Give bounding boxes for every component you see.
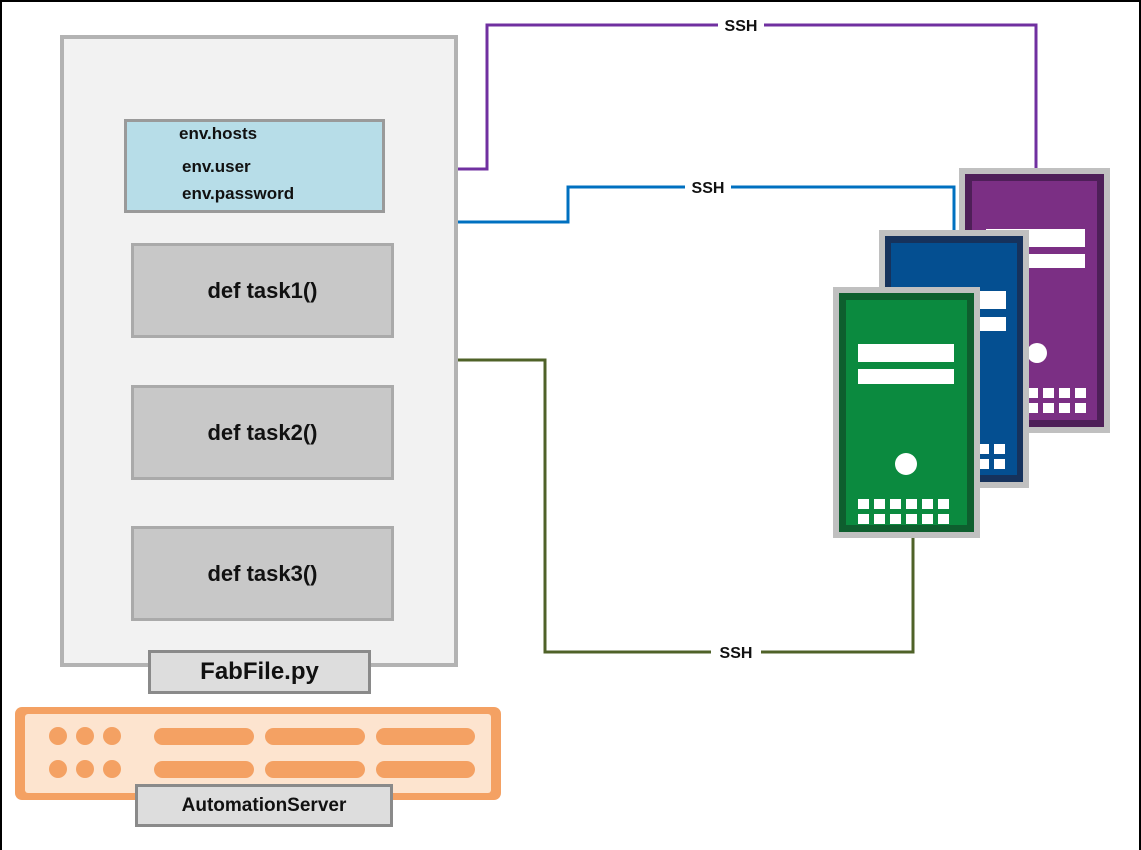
env-hosts-text: env.hosts (179, 124, 258, 143)
task2-box: def task2() (131, 385, 394, 480)
task3-box: def task3() (131, 526, 394, 621)
env-settings-box: env.hosts env.user env.password (124, 119, 385, 213)
task1-box: def task1() (131, 243, 394, 338)
green-server-icon (833, 287, 980, 538)
ssh-label-purple: SSH (725, 18, 758, 35)
fabfile-label: FabFile.py (148, 650, 371, 694)
ssh-line-purple (458, 23, 1038, 171)
env-password-text: env.password (182, 184, 295, 203)
automation-server-icon (15, 707, 501, 800)
ssh-label-blue: SSH (692, 180, 725, 197)
env-user-text: env.user (182, 157, 251, 176)
ssh-label-green: SSH (720, 645, 753, 662)
ssh-line-green (458, 358, 915, 654)
ssh-line-blue (458, 185, 956, 232)
automation-server-label: AutomationServer (135, 784, 393, 827)
